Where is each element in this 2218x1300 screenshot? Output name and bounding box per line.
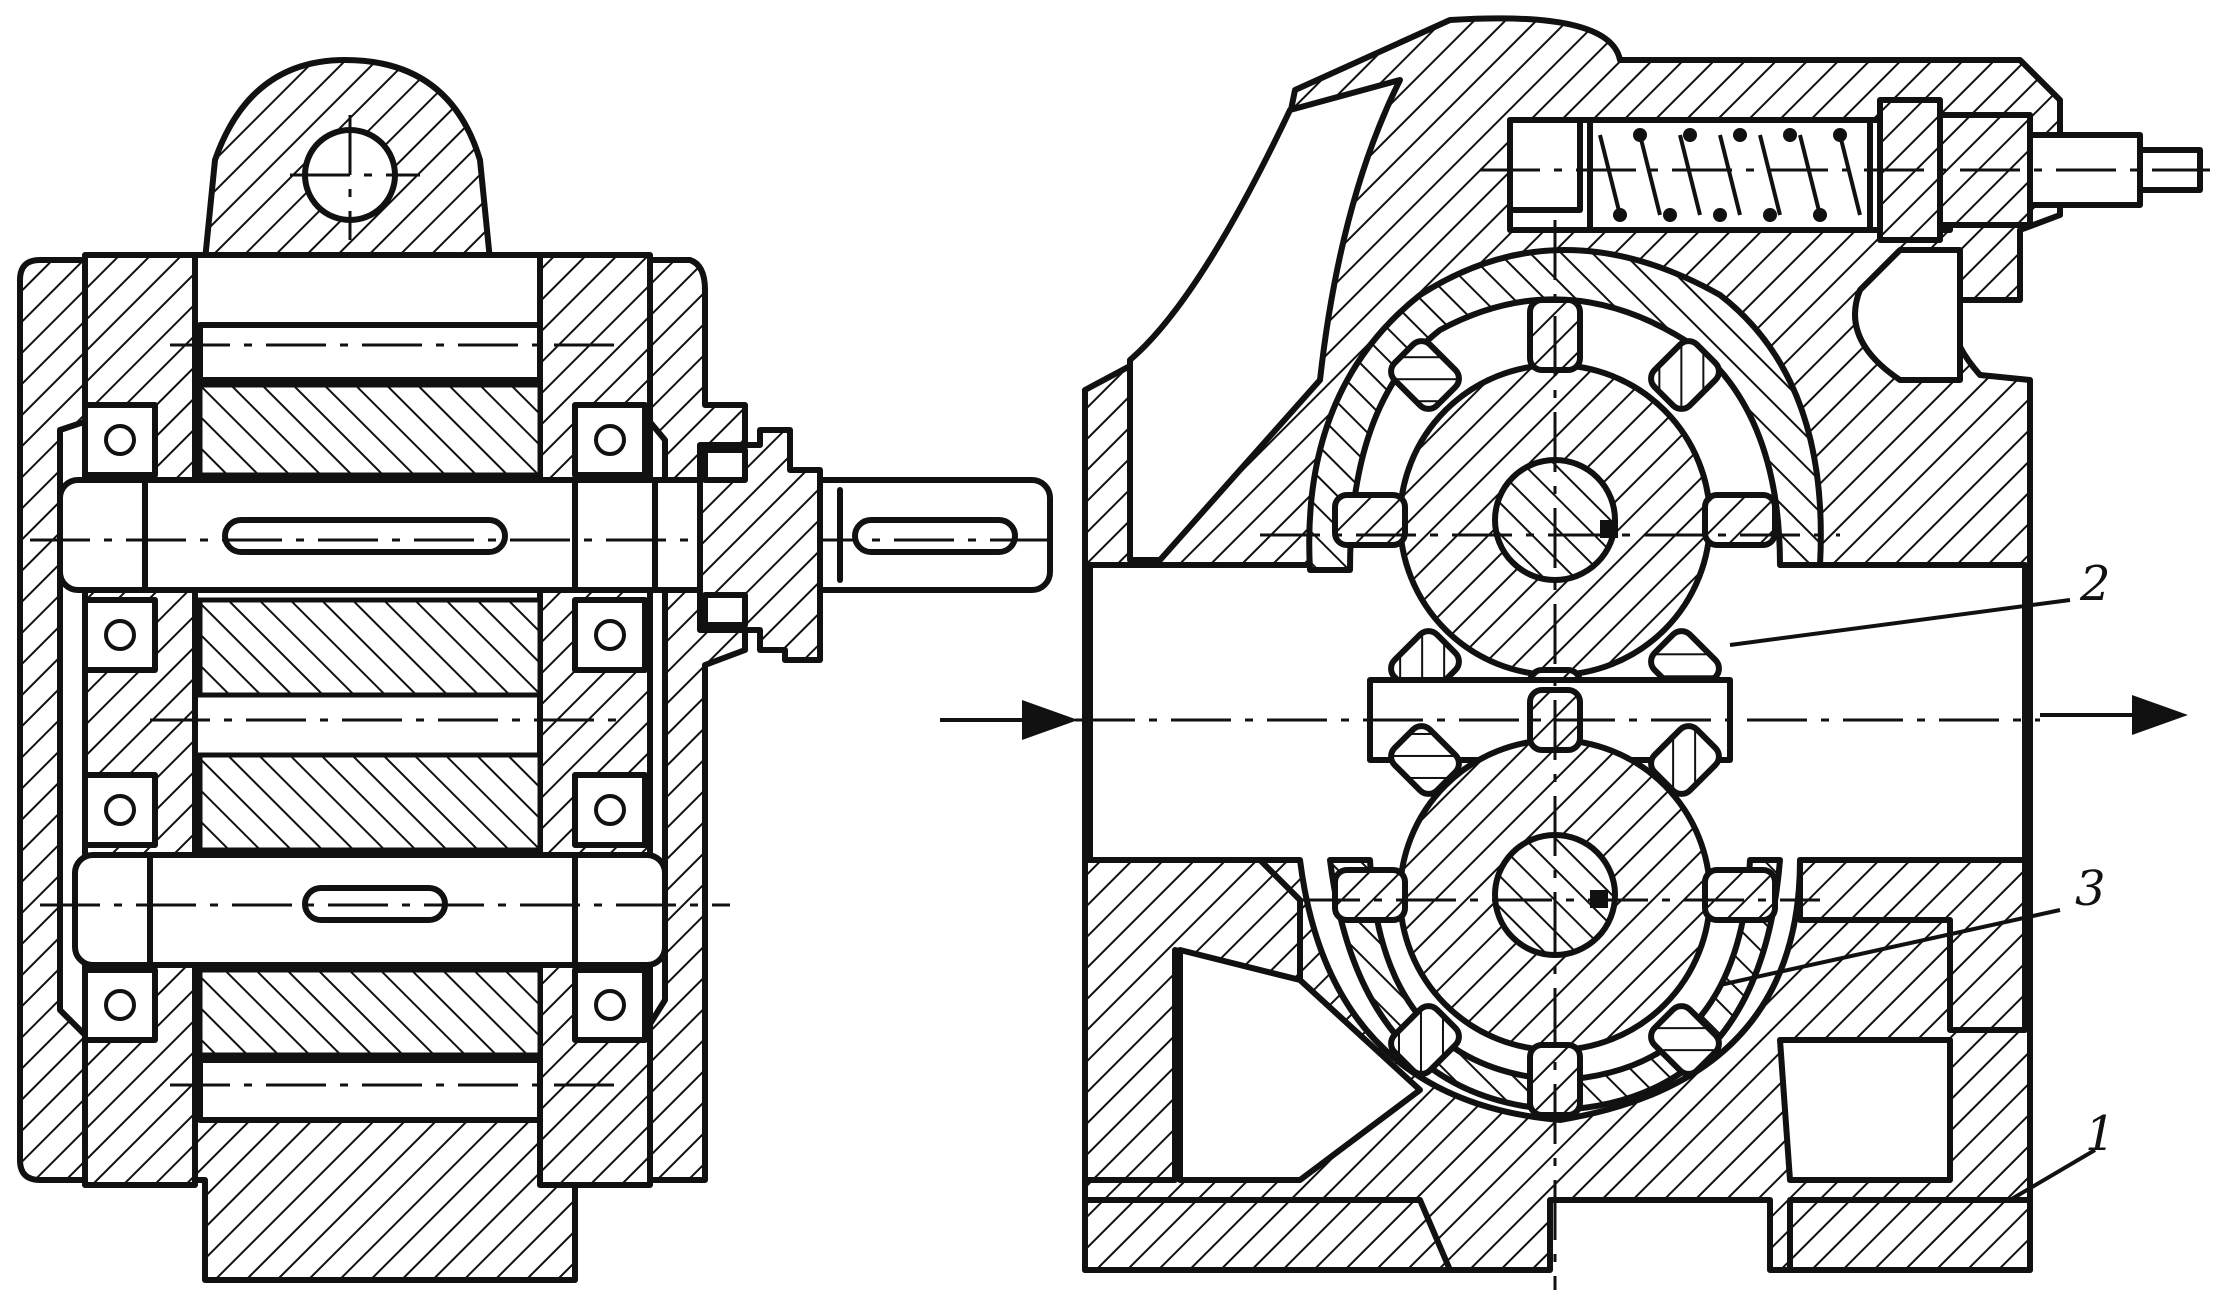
bottom-band xyxy=(197,1057,543,1123)
middle-gear-block-lower xyxy=(197,752,543,853)
label-part-2: 2 xyxy=(2079,556,2111,612)
bottom-base-left xyxy=(1082,1197,1453,1273)
lower-gear-block xyxy=(197,967,543,1058)
front-section-view: 2 3 1 xyxy=(940,15,2210,1290)
shaft-key-slot-1 xyxy=(222,517,508,555)
label-part-1: 1 xyxy=(2085,1106,2116,1162)
upper-chamber xyxy=(1306,247,1824,573)
middle-gear-block xyxy=(197,597,543,698)
leader-line-2 xyxy=(1729,598,2071,647)
side-section-view xyxy=(17,57,1060,1283)
right-foot xyxy=(1797,857,2028,1033)
bottom-base-right xyxy=(1787,1197,2033,1273)
leader-line-1 xyxy=(2008,1148,2097,1202)
label-part-3: 3 xyxy=(2075,861,2106,917)
upper-gear-block xyxy=(197,382,543,478)
leader-line-3 xyxy=(1719,908,2061,987)
relief-valve xyxy=(1480,97,2210,243)
shaft-key-slot-2 xyxy=(852,517,1018,555)
top-band xyxy=(197,322,543,383)
bearings xyxy=(82,402,648,1043)
